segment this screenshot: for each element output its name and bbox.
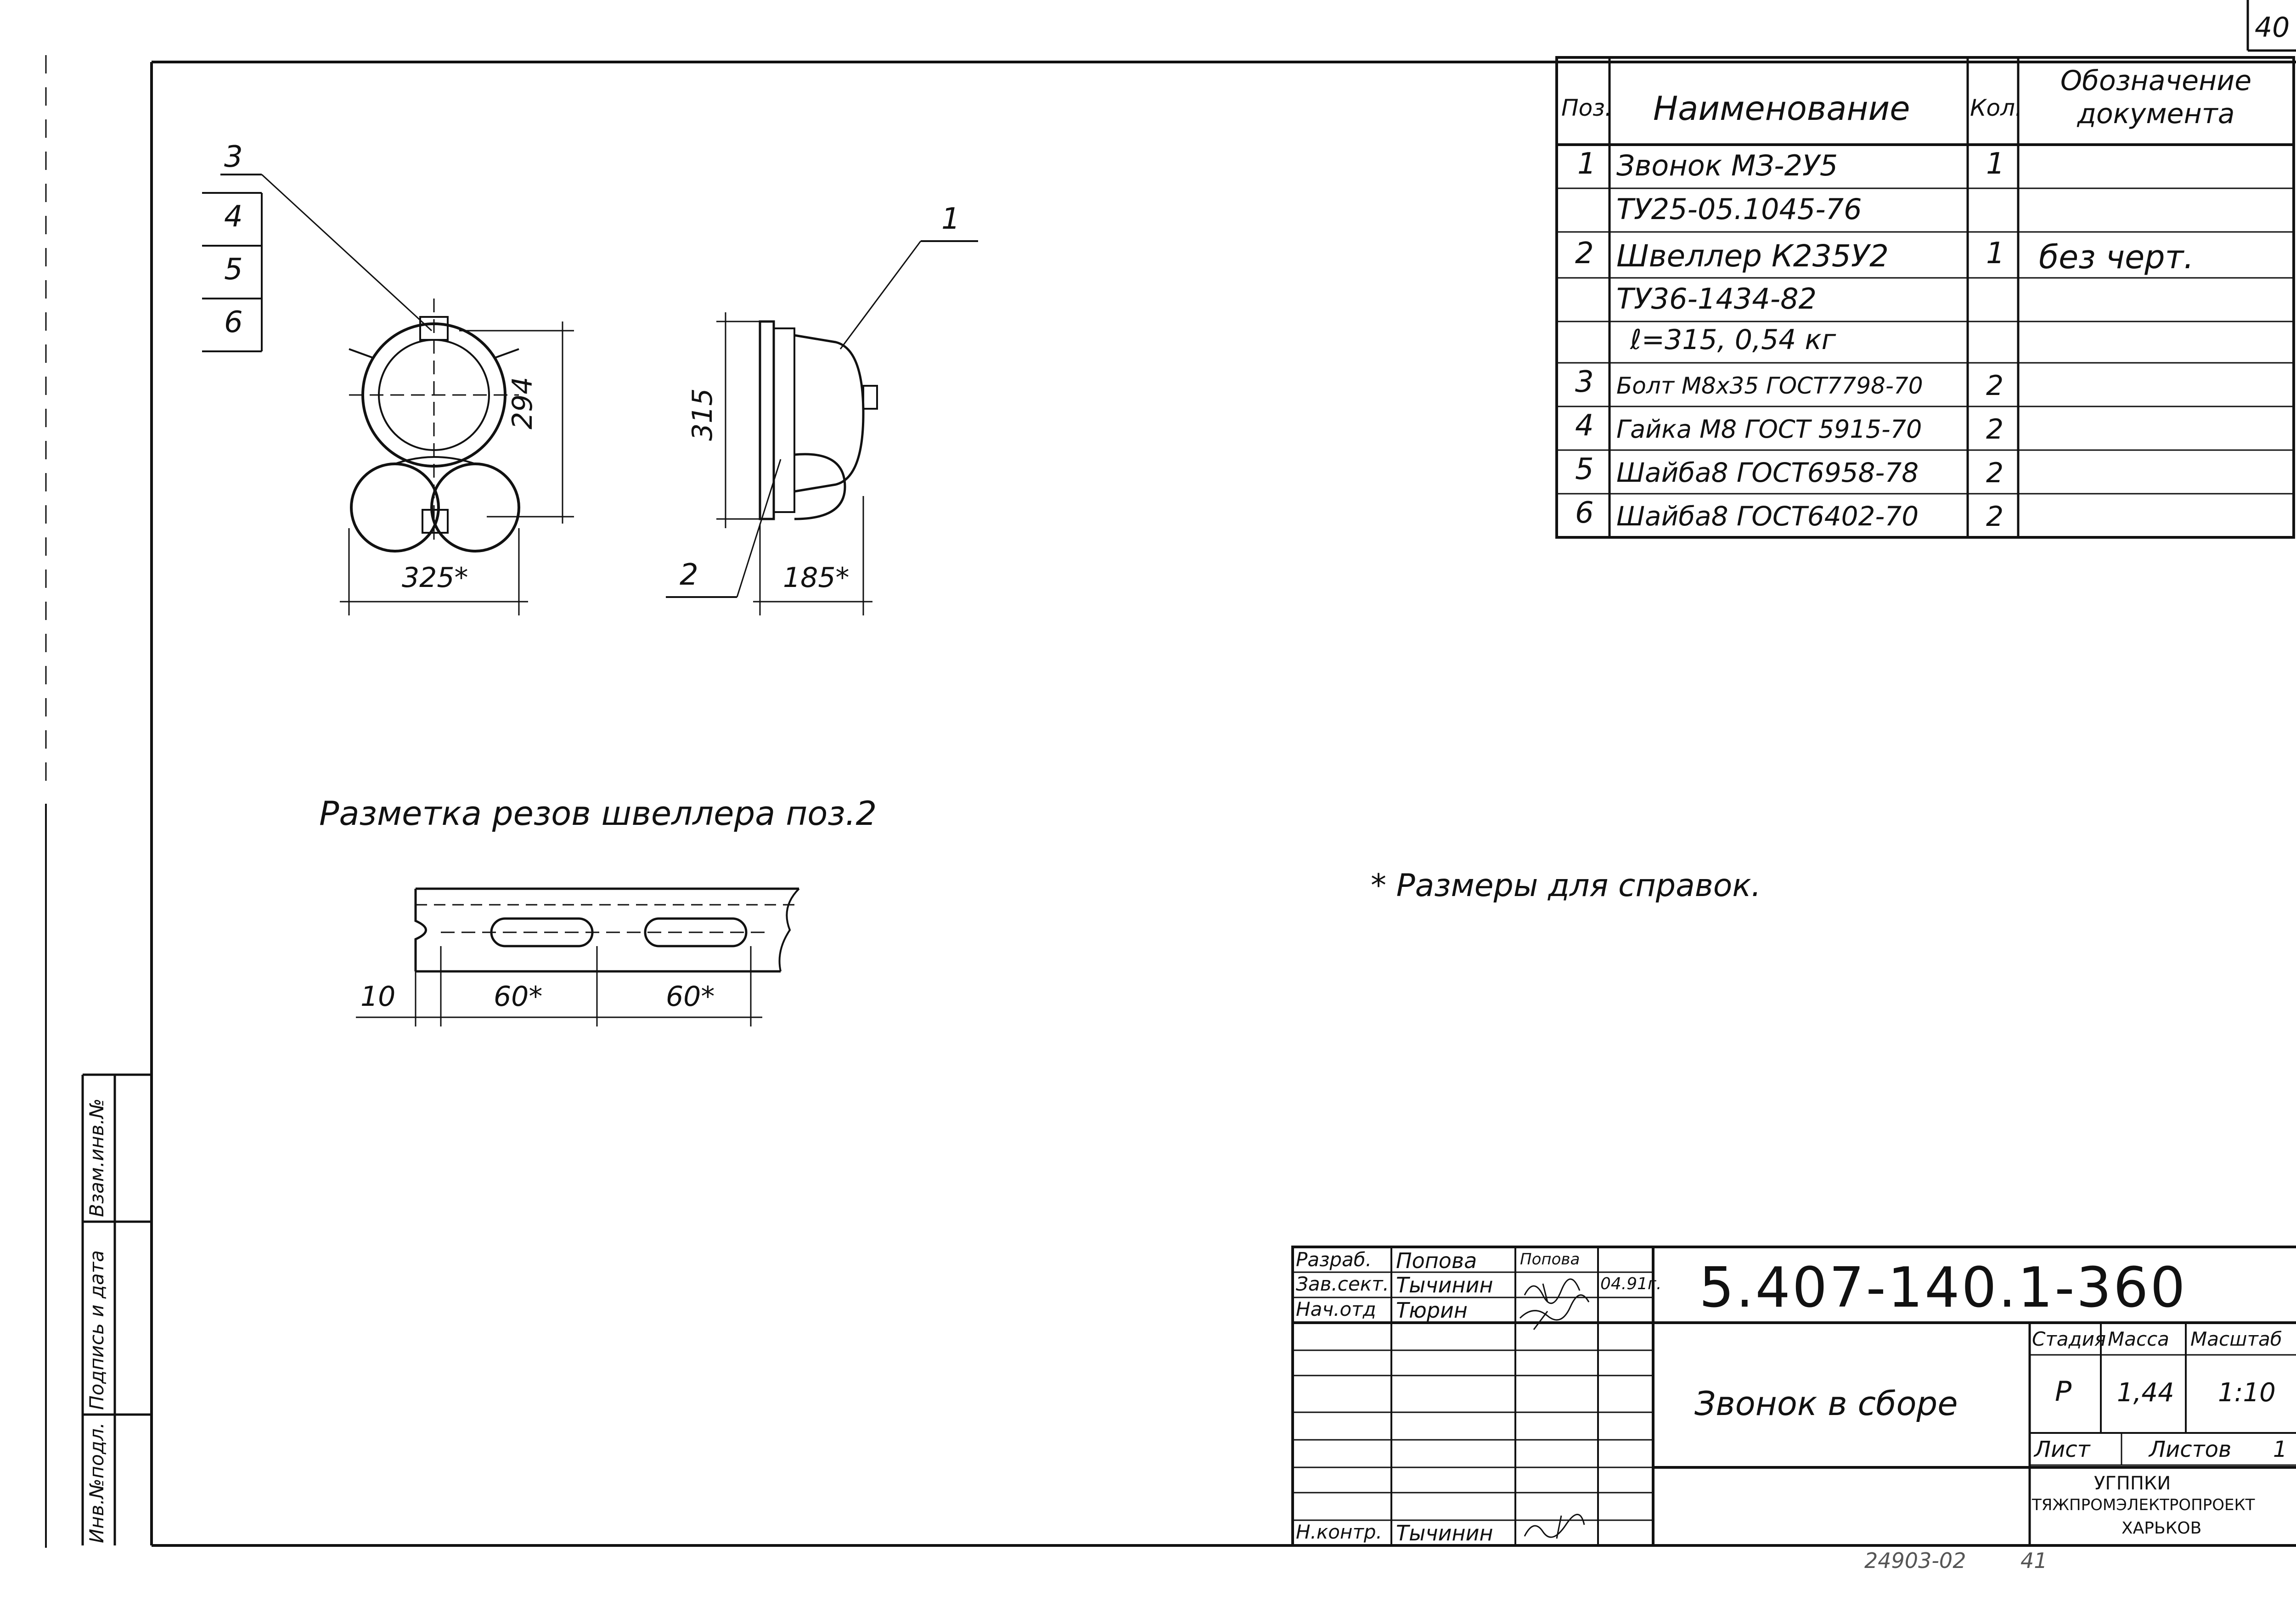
channel-cut-marking [356,887,800,1026]
tb-org-line-3: ХАРЬКОВ [2122,1519,2202,1538]
spec-row-pos: 5 [1575,452,1594,486]
spec-row-pos: 3 [1575,365,1594,399]
signature-mark [1524,1514,1585,1539]
tb-stage-label: Стадия [2032,1328,2106,1350]
spec-row-pos: 1 [1577,147,1596,181]
reference-note: * Размеры для справок. [1371,868,1761,904]
tb-org-line-2: ТЯЖПРОМЭЛЕКТРОПРОЕКТ [2032,1496,2255,1514]
callout-list-lines [202,174,433,352]
spec-row-qty: 2 [1986,501,2004,533]
side-stamp-replaced: Взам.инв.№ [85,1098,108,1217]
spec-row-name: Шайба8 ГОСТ6402-70 [1616,501,1919,532]
bottom-stamp: 24903-02 [1864,1548,1966,1573]
callout-3: 3 [224,140,243,174]
tb-scale: 1:10 [2218,1378,2276,1408]
side-stamp-inv: Инв.№подл. [85,1422,108,1543]
tb-name-2: Тюрин [1396,1298,1468,1323]
spec-row-name: ТУ36-1434-82 [1616,282,1817,316]
tb-name-3: Тычинин [1396,1521,1493,1545]
callout-2: 2 [680,558,698,592]
callout-6: 6 [224,305,243,339]
section-title: Разметка резов швеллера поз.2 [319,794,877,833]
dim-cut-offset: 10 [360,981,396,1013]
spec-row-pos: 2 [1575,237,1594,271]
tb-sheets-label: Листов [2149,1437,2232,1462]
tb-stage: Р [2055,1376,2072,1408]
dim-front-width: 325* [402,562,468,594]
tb-name-0: Попова [1396,1248,1477,1273]
drawing-title: Звонок в сборе [1694,1384,1958,1423]
tb-mass: 1,44 [2117,1378,2174,1408]
spec-row-doc: без черт. [2039,238,2194,276]
tb-role-2: Нач.отд [1296,1298,1376,1320]
tb-scale-label: Масштаб [2190,1328,2282,1350]
spec-row-qty: 2 [1986,413,2004,445]
spec-header-name: Наименование [1653,89,1910,128]
tb-signature-0: Попова [1520,1250,1580,1269]
tb-sheets-count: 1 [2273,1437,2287,1462]
dim-side-width: 185* [783,562,850,594]
spec-row-qty: 1 [1986,237,2005,271]
spec-row-qty: 1 [1986,147,2005,181]
tb-sheet-label: Лист [2034,1437,2090,1462]
spec-row-name: Гайка М8 ГОСТ 5915-70 [1616,415,1922,444]
bottom-stamp-sheet: 41 [2020,1548,2048,1573]
spec-row-pos: 6 [1575,496,1594,530]
tb-role-3: Н.контр. [1296,1521,1382,1543]
spec-row-name: Швеллер К235У2 [1616,238,1889,274]
page-number: 40 [2255,11,2290,44]
tb-date-1: 04.91г. [1600,1274,1662,1293]
tb-org-line-1: УГППКИ [2094,1473,2171,1494]
tb-name-1: Тычинин [1396,1273,1493,1297]
dim-cut-pitch-2: 60* [666,981,715,1013]
callout-1: 1 [941,202,960,236]
signature-mark [1524,1278,1581,1304]
spec-row-qty: 2 [1986,457,2004,489]
spec-row-name: Болт М8х35 ГОСТ7798-70 [1616,372,1923,399]
spec-row-pos: 4 [1575,409,1594,443]
spec-row-name: ℓ=315, 0,54 кг [1630,324,1836,356]
bell-side-view [666,240,978,615]
spec-header-pos: Поз. [1561,95,1612,121]
drawing-designation: 5.407-140.1-360 [1699,1256,2187,1320]
spec-table-grid [1555,56,2295,539]
spec-header-doc: Обозначение документа [2060,65,2252,130]
tb-mass-label: Масса [2108,1328,2169,1350]
side-stamp-signature: Подпись и дата [85,1250,108,1410]
bell-front-view [340,299,574,615]
spec-header-qty: Кол. [1970,95,2022,121]
callout-4: 4 [224,200,243,234]
signature-mark [1519,1294,1590,1330]
callout-5: 5 [224,253,243,287]
title-block-grid [1291,1246,2296,1547]
spec-row-qty: 2 [1986,370,2004,402]
dim-cut-pitch-1: 60* [494,981,543,1013]
tb-role-0: Разраб. [1296,1248,1372,1271]
tb-role-1: Зав.сект. [1296,1273,1389,1295]
spec-row-name: Звонок МЗ-2У5 [1616,149,1838,182]
spec-row-name: ТУ25-05.1045-76 [1616,192,1862,226]
spec-row-name: Шайба8 ГОСТ6958-78 [1616,457,1919,488]
